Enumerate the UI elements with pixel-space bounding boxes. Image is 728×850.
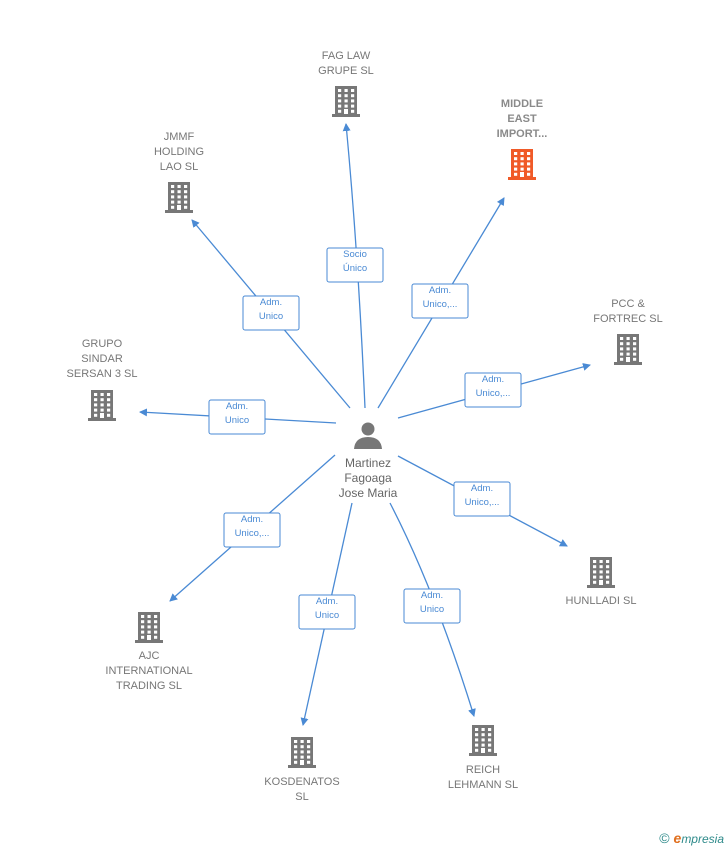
building-icon[interactable]: [135, 612, 163, 643]
company-name-reich-lehmann-line: REICH: [466, 764, 500, 776]
relation-label-hunlladi[interactable]: Adm. Unico,...: [453, 481, 511, 517]
relation-text-line: Unico: [259, 311, 283, 322]
relation-text-line: Unico,...: [465, 497, 500, 508]
person-icon[interactable]: [354, 422, 382, 450]
relation-box: [411, 283, 469, 319]
building-icon[interactable]: [614, 334, 642, 365]
building-icon[interactable]: [587, 557, 615, 588]
relation-label-middle-east[interactable]: Adm. Unico,...: [411, 283, 469, 319]
relation-text-line: Adm.: [429, 285, 451, 296]
relation-text: Adm. Unico,...: [465, 483, 500, 508]
brand-initial: e: [673, 830, 682, 846]
brand-name: mpresia: [681, 832, 724, 846]
company-name-reich-lehmann-line: LEHMANN SL: [448, 779, 518, 791]
company-name-hunlladi-line: HUNLLADI SL: [566, 595, 637, 607]
company-name-kosdenatos-line: SL: [295, 791, 308, 803]
building-icon[interactable]: [508, 149, 536, 180]
empresia-watermark[interactable]: ©empresia: [659, 830, 724, 846]
company-name-fag-law-line: FAG LAW: [322, 50, 371, 62]
relation-text-line: Adm.: [226, 401, 248, 412]
building-icon[interactable]: [165, 182, 193, 213]
relation-text-line: Unico,...: [423, 299, 458, 310]
relation-text-line: Adm.: [482, 374, 504, 385]
building-icon[interactable]: [88, 390, 116, 421]
relation-text-line: Unico,...: [476, 388, 511, 399]
relation-text: Adm. Unico,...: [476, 374, 511, 399]
relation-box: [453, 481, 511, 517]
building-icon[interactable]: [288, 737, 316, 768]
company-name-middle-east-line: IMPORT...: [497, 128, 548, 140]
company-name-fag-law-line: GRUPE SL: [318, 65, 374, 77]
relation-box: [464, 372, 522, 408]
copyright-symbol: ©: [659, 830, 670, 846]
company-name-jmmf-line: HOLDING: [154, 146, 204, 158]
relation-label-reich-lehmann[interactable]: Adm. Unico: [403, 588, 461, 624]
relation-label-kosdenatos[interactable]: Adm. Unico: [298, 594, 356, 630]
relation-box: [242, 295, 300, 331]
relation-text-line: Socio: [343, 249, 367, 260]
company-name-jmmf-line: LAO SL: [160, 161, 199, 173]
company-name-kosdenatos: KOSDENATOS SL: [264, 776, 339, 803]
relation-text-line: Unico,...: [235, 528, 270, 539]
relation-text: Adm. Unico: [259, 297, 283, 322]
relation-label-pcc-fortrec[interactable]: Adm. Unico,...: [464, 372, 522, 408]
company-name-grupo-sindar-line: SINDAR: [81, 353, 123, 365]
building-icon[interactable]: [469, 725, 497, 756]
company-name-middle-east: MIDDLE EAST IMPORT...: [497, 98, 548, 140]
relation-text-line: Unico: [315, 610, 339, 621]
company-name-jmmf: JMMF HOLDING LAO SL: [154, 131, 204, 173]
relation-label-grupo-sindar[interactable]: Adm. Unico: [208, 399, 266, 435]
company-name-middle-east-line: EAST: [507, 113, 537, 125]
relation-box: [208, 399, 266, 435]
company-name-ajc: AJC INTERNATIONAL TRADING SL: [105, 650, 192, 692]
company-name-ajc-line: INTERNATIONAL: [105, 665, 192, 677]
company-name-pcc-fortrec-line: FORTREC SL: [593, 313, 662, 325]
center-person-name-line: Fagoaga: [344, 471, 392, 485]
relation-label-jmmf[interactable]: Adm. Unico: [242, 295, 300, 331]
relation-text-line: Adm.: [316, 596, 338, 607]
relation-text-line: Unico: [225, 415, 249, 426]
center-person-name-line: Jose Maria: [339, 486, 398, 500]
relation-box: [223, 512, 281, 548]
relation-text-line: Adm.: [260, 297, 282, 308]
company-name-middle-east-line: MIDDLE: [501, 98, 543, 110]
relation-text-line: Unico: [420, 604, 444, 615]
relation-text: Adm. Unico: [420, 590, 444, 615]
relation-text: Adm. Unico,...: [423, 285, 458, 310]
relation-text-line: Único: [343, 263, 367, 274]
relation-text-line: Adm.: [471, 483, 493, 494]
company-name-pcc-fortrec: PCC & FORTREC SL: [593, 298, 662, 325]
building-icon[interactable]: [332, 86, 360, 117]
company-name-hunlladi: HUNLLADI SL: [566, 595, 637, 607]
company-name-grupo-sindar-line: GRUPO: [82, 338, 123, 350]
relation-text: Adm. Unico: [225, 401, 249, 426]
company-name-grupo-sindar: GRUPO SINDAR SERSAN 3 SL: [67, 338, 138, 380]
company-name-ajc-line: TRADING SL: [116, 680, 182, 692]
company-name-jmmf-line: JMMF: [164, 131, 195, 143]
relation-text: Adm. Unico,...: [235, 514, 270, 539]
relation-label-ajc[interactable]: Adm. Unico,...: [223, 512, 281, 548]
relation-text-line: Adm.: [421, 590, 443, 601]
company-name-reich-lehmann: REICH LEHMANN SL: [448, 764, 518, 791]
relation-text-line: Adm.: [241, 514, 263, 525]
company-name-fag-law: FAG LAW GRUPE SL: [318, 50, 374, 77]
company-name-kosdenatos-line: KOSDENATOS: [264, 776, 339, 788]
company-name-ajc-line: AJC: [139, 650, 160, 662]
company-name-pcc-fortrec-line: PCC &: [611, 298, 645, 310]
center-person-name-line: Martinez: [345, 456, 391, 470]
relation-box: [298, 594, 356, 630]
relation-box: [403, 588, 461, 624]
relation-text: Adm. Unico: [315, 596, 339, 621]
relation-box: [326, 247, 384, 283]
company-name-grupo-sindar-line: SERSAN 3 SL: [67, 368, 138, 380]
